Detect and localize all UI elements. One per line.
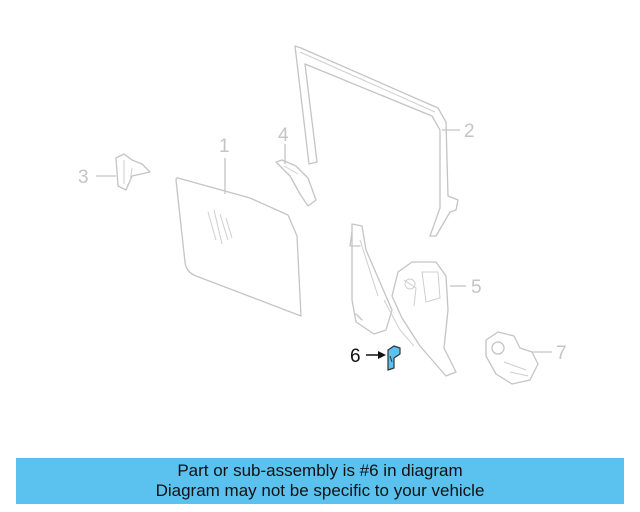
door-glass-part — [175, 177, 302, 317]
callout-6-arrow — [366, 351, 386, 359]
trim-piece-part — [275, 159, 317, 207]
run-channel-part — [294, 45, 459, 237]
callout-5: 5 — [471, 277, 482, 298]
callout-4: 4 — [278, 125, 289, 146]
banner-line-disclaimer: Diagram may not be specific to your vehi… — [155, 481, 485, 500]
window-motor-part — [485, 331, 539, 385]
callout-3: 3 — [78, 167, 89, 188]
notice-banner: Part or sub-assembly is #6 in diagram Di… — [16, 458, 624, 504]
callout-1: 1 — [219, 136, 230, 157]
callout-6: 6 — [350, 346, 361, 367]
callout-2: 2 — [464, 121, 475, 142]
banner-line-part-number: Part or sub-assembly is #6 in diagram — [177, 461, 463, 480]
highlighted-clip-part — [387, 345, 401, 371]
window-regulator-part — [349, 223, 457, 377]
bracket-part — [115, 153, 151, 191]
callout-7: 7 — [556, 343, 567, 364]
parts-diagram: 1 2 3 4 5 6 — [78, 45, 567, 385]
